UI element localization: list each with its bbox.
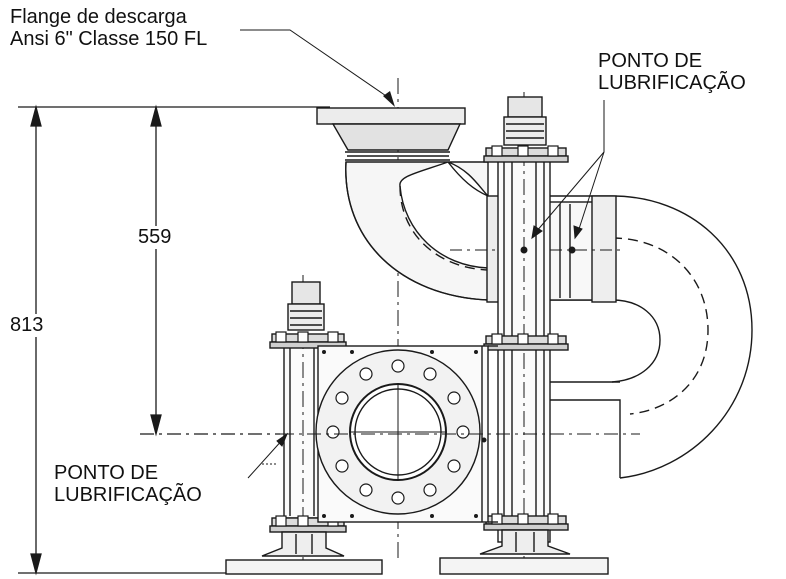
right-column-bolts: [491, 145, 559, 525]
lube-point-top-label-line1: PONTO DE: [598, 50, 703, 72]
housing-rivets: [322, 350, 487, 518]
right-foot: [439, 529, 609, 575]
right-column: [483, 92, 569, 560]
lube-leader-bottom: [247, 432, 289, 479]
lube-point-top-label-line2: LUBRIFICAÇÃO: [598, 72, 746, 94]
lube-point-bottom-label-line2: LUBRIFICAÇÃO: [54, 484, 202, 506]
lube-point-top-label: PONTO DE LUBRIFICAÇÃO: [598, 50, 746, 94]
dimension-813-label: 813: [8, 314, 46, 337]
lube-leader-top: [531, 100, 605, 240]
lube-point-bottom-label-line1: PONTO DE: [54, 462, 159, 484]
discharge-flange-leader: [240, 29, 393, 101]
discharge-flange-label-line1: Flange de descarga: [10, 6, 187, 28]
dimension-total-813: [18, 104, 330, 576]
right-lube-points: [520, 246, 576, 254]
lube-point-bottom-label: PONTO DE LUBRIFICAÇÃO: [54, 462, 202, 506]
upper-elbow: [345, 161, 489, 301]
dimension-559-label: 559: [136, 226, 174, 249]
flange-bolt-holes: [326, 359, 470, 505]
discharge-flange: [316, 107, 466, 161]
discharge-flange-label: Flange de descarga Ansi 6" Classe 150 FL: [10, 6, 207, 50]
left-foot: [225, 531, 383, 575]
discharge-flange-label-line2: Ansi 6" Classe 150 FL: [10, 28, 208, 50]
dimension-inner-559: [140, 104, 280, 437]
